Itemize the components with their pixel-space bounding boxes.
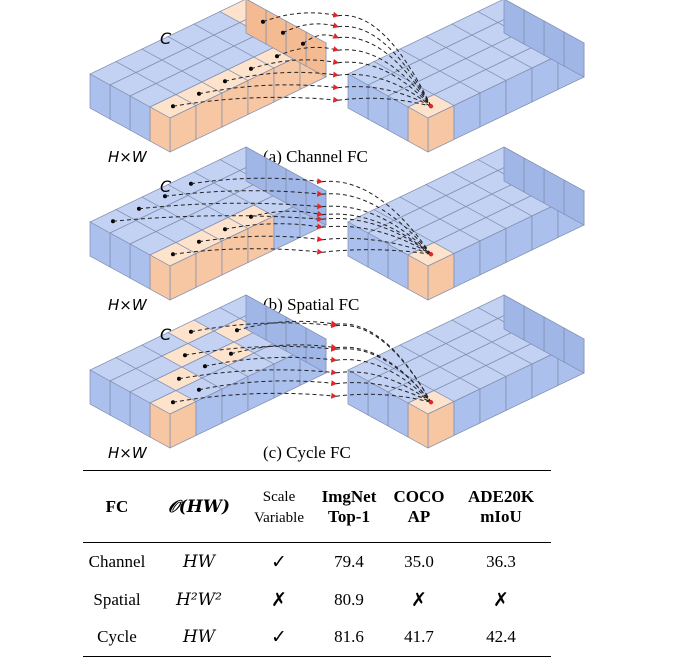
output-feature-map bbox=[347, 294, 585, 449]
end-face bbox=[89, 73, 111, 120]
output-feature-map bbox=[347, 146, 585, 301]
spatial-size-label: H×W bbox=[108, 148, 148, 166]
cell-complexity: HW bbox=[182, 551, 216, 572]
side-face bbox=[245, 0, 267, 45]
spatial-size-label: H×W bbox=[108, 444, 148, 462]
side-face bbox=[503, 294, 525, 341]
cell-scale: ✓ bbox=[271, 550, 287, 573]
connection-arrow bbox=[111, 215, 432, 255]
cell-ade: 36.3 bbox=[486, 551, 516, 571]
header-fc: FC bbox=[105, 496, 129, 516]
input-feature-map bbox=[89, 0, 327, 153]
connection-arrow bbox=[197, 235, 432, 255]
end-face bbox=[347, 221, 369, 268]
connection-arrow bbox=[223, 71, 432, 107]
cell-fc: Spatial bbox=[93, 589, 141, 609]
cell-ade: ✗ bbox=[493, 588, 509, 611]
channel-label: C bbox=[160, 29, 172, 48]
input-feature-map bbox=[89, 146, 327, 301]
side-face bbox=[503, 0, 525, 45]
connection-arrow bbox=[249, 210, 432, 255]
end-face bbox=[89, 221, 111, 268]
cell-scale: ✗ bbox=[271, 588, 287, 611]
cell-imgnet: 81.6 bbox=[334, 627, 364, 647]
cell-coco: 41.7 bbox=[404, 627, 434, 647]
connection-arrow bbox=[189, 322, 432, 403]
spatial-size-label: H×W bbox=[108, 296, 148, 314]
side-face bbox=[503, 146, 525, 193]
panel-cycle-fc: C H×W (c) Cycle FC bbox=[89, 294, 585, 462]
connection-arrow bbox=[163, 190, 432, 255]
cell-fc: Cycle bbox=[97, 627, 137, 647]
panel-caption: (c) Cycle FC bbox=[263, 443, 351, 462]
connection-arrow bbox=[203, 356, 432, 403]
connection-arrow bbox=[249, 58, 432, 107]
connection-arrow bbox=[171, 96, 432, 109]
fc-illustration: CH×W(a) Channel FC CH×W(b) Spatial FC CH… bbox=[89, 0, 585, 462]
cell-scale: ✓ bbox=[271, 626, 287, 649]
cell-complexity: H²W² bbox=[176, 589, 222, 610]
cell-fc: Channel bbox=[88, 551, 146, 571]
channel-label: C bbox=[160, 177, 172, 196]
end-face bbox=[89, 369, 111, 416]
connection-arrow bbox=[171, 392, 432, 405]
end-face bbox=[347, 73, 369, 120]
cell-coco: ✗ bbox=[411, 588, 427, 611]
target-point bbox=[428, 400, 434, 405]
table-row: Cycle HW ✓ 81.6 41.7 42.4 bbox=[83, 619, 551, 657]
target-point bbox=[428, 252, 434, 257]
panel-channel-fc: C H×W (a) Channel FC bbox=[89, 0, 585, 166]
connection-arrow bbox=[281, 22, 432, 107]
cell-ade: 42.4 bbox=[486, 627, 516, 647]
connection-arrow bbox=[223, 223, 432, 255]
header-complexity: 𝒪(HW) bbox=[168, 496, 230, 517]
cell-complexity: HW bbox=[182, 627, 216, 648]
panel-spatial-fc: C H×W (b) Spatial FC bbox=[89, 146, 585, 314]
connection-arrow bbox=[261, 11, 432, 107]
input-feature-map bbox=[89, 294, 327, 449]
channel-label: C bbox=[160, 325, 172, 344]
cell-coco: 35.0 bbox=[404, 551, 434, 571]
connection-arrow bbox=[235, 320, 432, 403]
connection-arrow bbox=[275, 46, 432, 107]
side-face bbox=[245, 294, 267, 341]
table-row: Channel HW ✓ 79.4 35.0 36.3 bbox=[83, 543, 551, 581]
end-face bbox=[347, 369, 369, 416]
cell-imgnet: 79.4 bbox=[334, 551, 364, 571]
connection-arrow bbox=[171, 248, 432, 257]
connection-arrow bbox=[189, 177, 432, 255]
panel-caption: (b) Spatial FC bbox=[263, 295, 359, 314]
side-face bbox=[245, 146, 267, 193]
connection-arrow bbox=[177, 369, 432, 403]
output-feature-map bbox=[347, 0, 585, 153]
connection-arrow bbox=[301, 33, 432, 107]
table-row: Spatial H²W² ✗ 80.9 ✗ ✗ bbox=[83, 581, 551, 619]
cell-imgnet: 80.9 bbox=[334, 589, 364, 609]
connection-arrow bbox=[229, 344, 432, 403]
connection-arrow bbox=[197, 380, 432, 403]
connection-arrow bbox=[197, 84, 432, 107]
connection-arrow bbox=[137, 202, 432, 255]
panel-caption: (a) Channel FC bbox=[263, 147, 368, 166]
target-point bbox=[428, 104, 434, 109]
